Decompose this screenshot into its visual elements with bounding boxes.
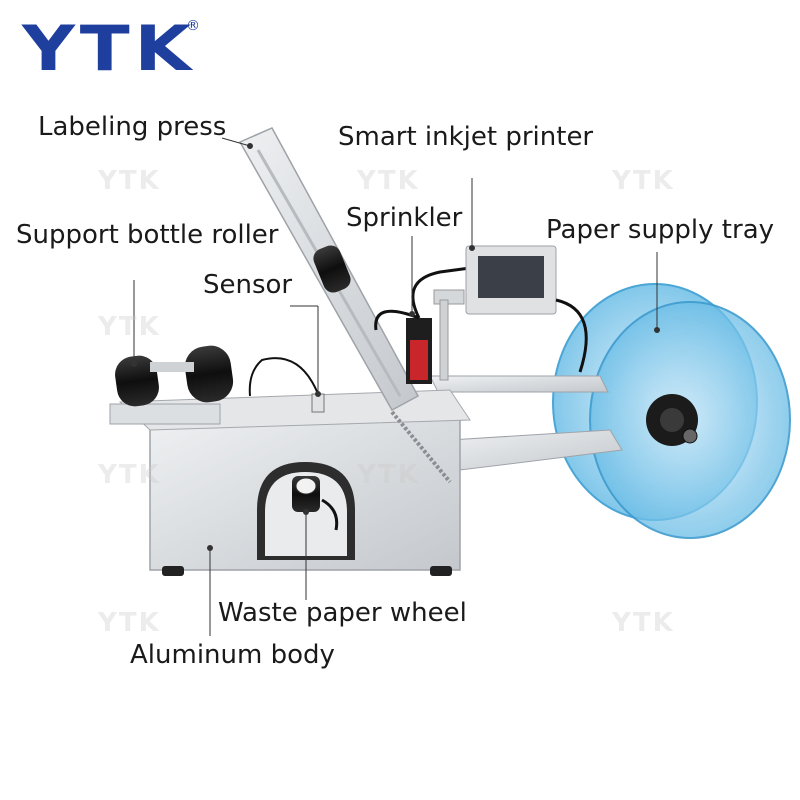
label-support-bottle-roller: Support bottle roller xyxy=(16,220,279,250)
support-bottle-roller-left xyxy=(115,355,159,407)
watermark: YTK xyxy=(98,608,161,638)
label-smart-inkjet-printer: Smart inkjet printer xyxy=(338,122,594,152)
watermark: YTK xyxy=(612,166,675,196)
brand-logo: YTK xyxy=(22,12,196,85)
callout-leader-lines xyxy=(131,137,660,636)
registered-mark: ® xyxy=(186,18,200,34)
watermark: YTK xyxy=(357,460,420,490)
label-sprinkler: Sprinkler xyxy=(346,203,463,233)
watermark: YTK xyxy=(357,166,420,196)
label-labeling-press: Labeling press xyxy=(38,112,227,142)
foot-right xyxy=(430,566,452,576)
foot-left xyxy=(162,566,184,576)
tension-spring xyxy=(390,410,452,484)
watermark: YTK xyxy=(98,312,161,342)
watermark: YTK xyxy=(98,460,161,490)
label-aluminum-body: Aluminum body xyxy=(130,640,335,670)
upper-slide-rail xyxy=(429,375,609,393)
label-waste-paper-wheel: Waste paper wheel xyxy=(218,598,467,628)
left-side-plate xyxy=(109,403,221,425)
printer-screen xyxy=(478,256,544,298)
press-arm-roller xyxy=(313,245,351,293)
label-sensor: Sensor xyxy=(203,270,293,300)
watermark: YTK xyxy=(612,608,675,638)
watermark: YTK xyxy=(98,166,161,196)
label-paper-supply-tray: Paper supply tray xyxy=(546,215,775,245)
support-bottle-roller-right xyxy=(184,345,234,403)
